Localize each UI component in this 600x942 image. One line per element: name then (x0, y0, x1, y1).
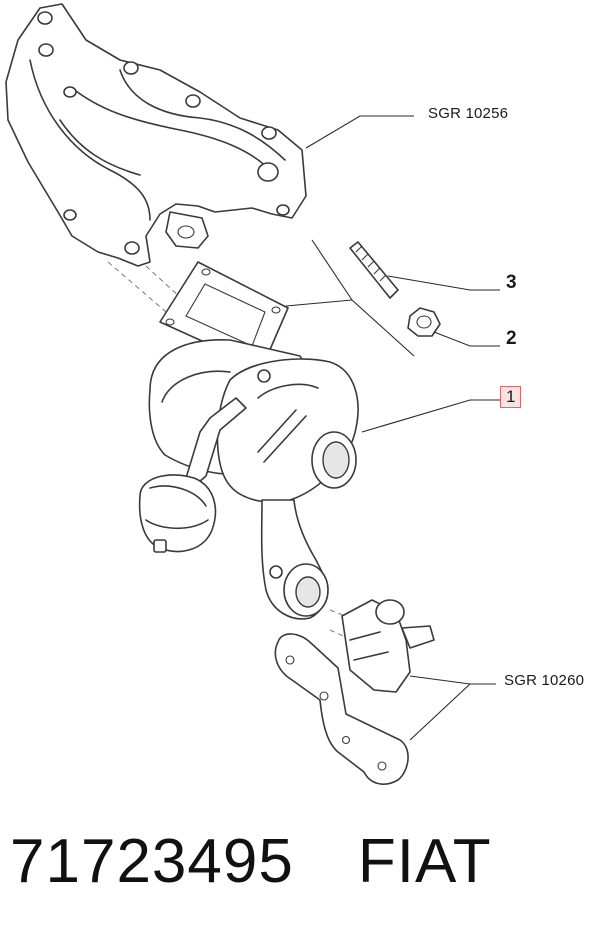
callout-item-3: 3 (506, 272, 517, 293)
exhaust-manifold (5, 3, 307, 267)
callout-item-2: 2 (506, 328, 517, 349)
solenoid-valve (341, 599, 435, 693)
turbocharger-exploded-diagram (5, 3, 500, 785)
flange-nut (407, 307, 441, 337)
callout-item-1-highlighted: 1 (500, 386, 522, 408)
turbocharger-body (148, 338, 359, 620)
leader-lines (285, 115, 500, 741)
wastegate-actuator (138, 397, 247, 553)
stud-bolt (349, 241, 399, 299)
mounting-bracket (274, 633, 409, 785)
brand-name: FIAT (357, 827, 492, 896)
part-number: 71723495 (10, 827, 294, 896)
callout-sgr-10260: SGR 10260 (504, 672, 585, 689)
part-footer: 71723495 FIAT (10, 826, 492, 897)
callout-sgr-10256: SGR 10256 (428, 105, 509, 122)
